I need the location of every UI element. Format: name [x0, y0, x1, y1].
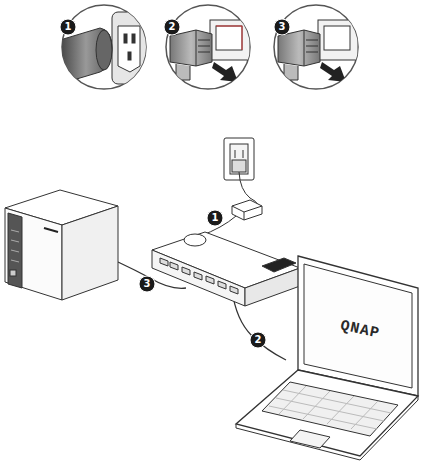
callout-number: 2	[255, 334, 262, 346]
callout-number: 3	[279, 21, 286, 33]
callout-number: 2	[169, 21, 176, 33]
callout-number: 1	[212, 212, 219, 224]
callout-number: 3	[144, 278, 151, 290]
callout-number: 1	[65, 21, 72, 33]
